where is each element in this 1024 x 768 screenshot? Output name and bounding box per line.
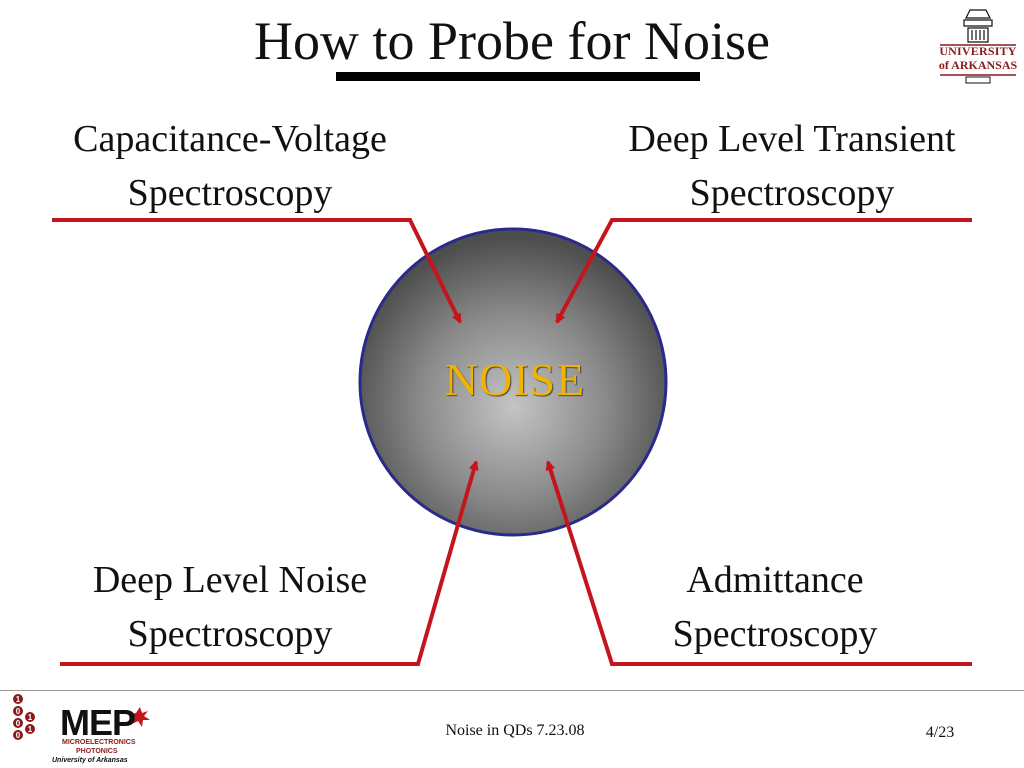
footer-divider — [0, 690, 1024, 691]
mep-bit-4: 0 — [16, 731, 21, 740]
method-dlts-line1: Deep Level Transient — [628, 118, 956, 160]
arrow-admittance — [545, 460, 972, 666]
mep-bit-1: 1 — [16, 695, 21, 704]
university-logo — [940, 9, 1016, 84]
mep-bit-6: 1 — [28, 725, 33, 734]
slide-title: How to Probe for Noise — [254, 11, 770, 71]
method-cv-spectroscopy: Capacitance-Voltage Spectroscopy — [30, 112, 430, 220]
arrow-cv — [52, 218, 462, 324]
page-number: 4/23 — [925, 724, 955, 741]
mep-bit-3: 0 — [16, 719, 21, 728]
mep-bit-2: 0 — [16, 707, 21, 716]
mep-sub-university: University of Arkansas — [52, 757, 128, 764]
mep-sub-photonics: PHOTONICS — [76, 748, 118, 755]
title-underline — [336, 72, 700, 81]
mep-sub-microelectronics: MICROELECTRONICS — [62, 739, 136, 746]
method-dlts: Deep Level Transient Spectroscopy — [590, 112, 994, 220]
noise-label: NOISE — [444, 354, 586, 405]
footer-title: Noise in QDs 7.23.08 — [445, 722, 585, 739]
arrow-dlns — [60, 460, 479, 666]
method-admittance-line1: Admittance — [686, 559, 864, 601]
method-dlns-line2: Spectroscopy — [127, 613, 333, 655]
mep-bit-5: 1 — [28, 713, 33, 722]
method-cv-line2: Spectroscopy — [127, 172, 333, 214]
method-cv-line1: Capacitance-Voltage — [73, 118, 387, 160]
logo-text-university: UNIVERSITY — [939, 44, 1017, 58]
method-admittance: Admittance Spectroscopy — [600, 553, 950, 661]
mep-logo: 1 0 0 0 1 1 — [13, 694, 150, 740]
method-admittance-line2: Spectroscopy — [672, 613, 878, 655]
mep-wordmark: MEP — [60, 702, 136, 743]
arrow-dlts — [555, 218, 972, 324]
method-dlns: Deep Level Noise Spectroscopy — [40, 553, 420, 661]
logo-text-arkansas: of ARKANSAS — [938, 58, 1018, 72]
noise-circle — [358, 227, 668, 537]
method-dlns-line1: Deep Level Noise — [92, 559, 368, 601]
method-dlts-line2: Spectroscopy — [689, 172, 895, 214]
